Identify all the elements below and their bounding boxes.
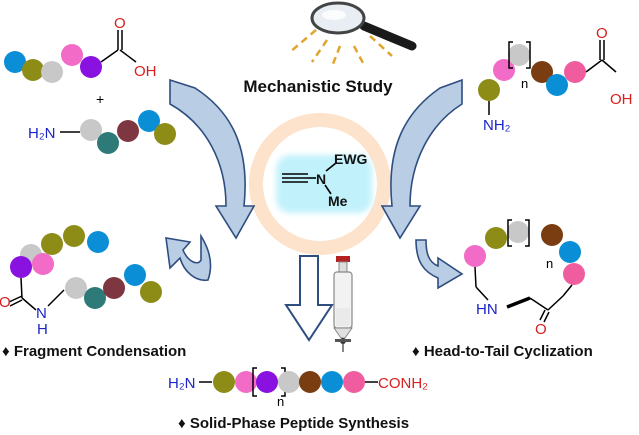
plus-sign: + [96,91,104,107]
acid-oh: OH [134,63,157,80]
cyclic-peptide: n HN O [464,219,585,338]
arrow-bottom-left [165,233,212,282]
spps-conh2: CONH₂ [378,375,428,392]
ynamide-reagent: N EWG Me [276,151,372,213]
acid-o-top-right: O [596,25,608,42]
head-to-tail-label: ♦ Head-to-Tail Cyclization [412,343,593,360]
amide-o-left: O [0,294,11,311]
arrow-bottom-right [415,239,464,290]
cyclic-hn: HN [476,301,498,318]
acid-oh-top-right: OH [610,91,633,108]
amide-n-left: N [36,305,47,322]
reagent-n: N [316,171,326,187]
amine-h2n: H₂N [28,125,56,142]
fragment-condensation-label: ♦ Fragment Condensation [2,343,186,360]
reagent-me: Me [328,193,348,209]
acid-carbonyl-o: O [114,15,126,32]
repeat-n-cyclic: n [546,256,553,271]
spps-h2n: H₂N [168,375,196,392]
repeat-n-top-right: n [521,76,528,91]
arrow-top-right [380,78,463,240]
mechanistic-study-title: Mechanistic Study [243,77,393,96]
arrow-top-left [169,78,256,240]
condensed-peptide: O N H [0,225,162,338]
reagent-ring [249,113,391,255]
acid-fragment: O OH [4,15,157,83]
chromatography-column-icon [333,256,353,352]
amide-h-left: H [37,321,48,338]
magnifier-icon [289,1,417,65]
amine-nh2-top-right: NH₂ [483,117,511,134]
linear-peptide: n NH₂ O OH [478,25,633,134]
reagent-ewg: EWG [334,151,368,167]
cyclic-o: O [535,321,547,338]
arrow-down [284,255,334,342]
solid-phase-label: ♦ Solid-Phase Peptide Synthesis [178,415,409,432]
spps-peptide: H₂N n CONH₂ [168,367,428,409]
amine-fragment: H₂N [28,110,176,154]
repeat-n-spps: n [277,394,284,409]
